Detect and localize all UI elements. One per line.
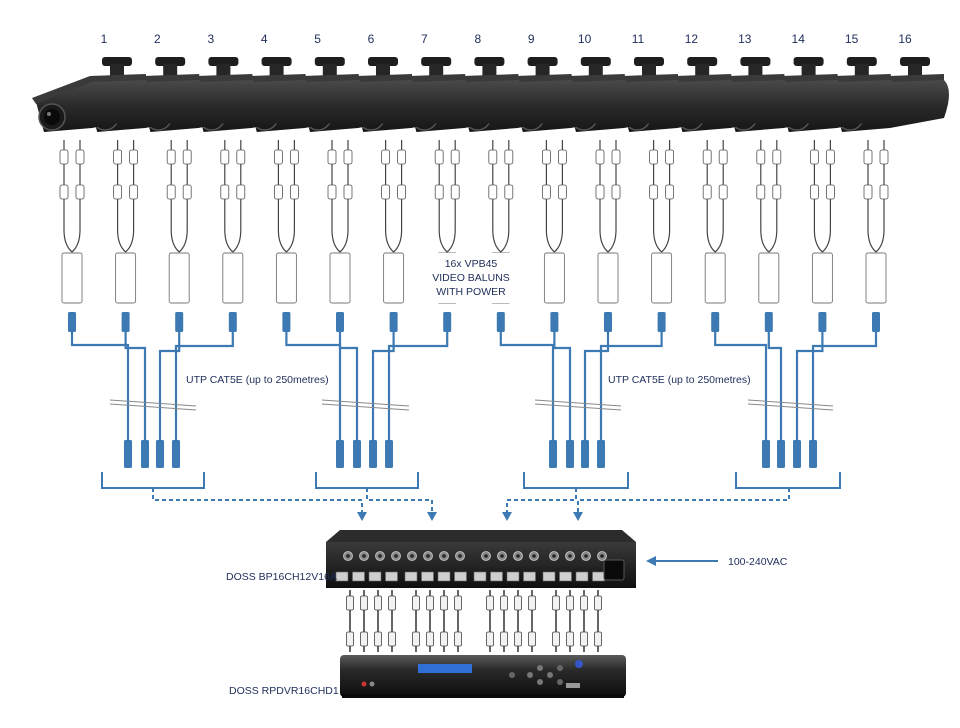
dvr — [340, 655, 626, 698]
video-balun — [434, 140, 460, 332]
power-arrow-icon — [646, 556, 656, 566]
camera-number: 4 — [261, 32, 268, 46]
connection-path — [366, 488, 433, 512]
dvr-power-button-icon — [575, 660, 583, 668]
bnc-jumper — [528, 590, 536, 652]
bnc-jumper — [454, 590, 462, 652]
video-balun — [649, 140, 674, 332]
bnc-jumper — [594, 590, 602, 652]
cable-group — [285, 332, 449, 489]
video-balun — [273, 140, 299, 332]
video-balun — [488, 140, 514, 332]
power-input-label: 100-240VAC — [728, 556, 788, 568]
camera-number: 1 — [101, 32, 108, 46]
balun-label-line2: VIDEO BALUNS — [432, 272, 510, 284]
video-balun — [702, 140, 728, 332]
camera-number: 5 — [314, 32, 321, 46]
bnc-jumper — [486, 590, 494, 652]
balun-label-line3: WITH POWER — [436, 286, 506, 298]
dvr-display-icon — [418, 664, 472, 673]
cable-label-left: UTP CAT5E (up to 250metres) — [186, 374, 329, 386]
camera-number: 3 — [207, 32, 214, 46]
dvr-button-cluster-icon — [509, 665, 563, 685]
bnc-jumper — [388, 590, 396, 652]
bnc-jumper — [440, 590, 448, 652]
video-balun — [381, 140, 407, 332]
camera-number: 7 — [421, 32, 428, 46]
video-balun — [542, 140, 567, 332]
camera-number: 2 — [154, 32, 161, 46]
bnc-jumper — [426, 590, 434, 652]
dvr-usb-port-icon — [566, 683, 580, 688]
cat5e-cable-runs — [70, 332, 878, 521]
balun-row — [59, 140, 889, 332]
bnc-jumper — [500, 590, 508, 652]
cable-label-right: UTP CAT5E (up to 250metres) — [608, 374, 751, 386]
camera-icon — [32, 57, 151, 132]
bnc-jumper — [412, 590, 420, 652]
power-hub — [326, 530, 636, 588]
balun-label-line1: 16x VPB45 — [445, 258, 498, 270]
bnc-jumper — [346, 590, 354, 652]
video-balun — [756, 140, 782, 332]
arrow-down-icon — [573, 512, 583, 521]
power-hub-label: DOSS BP16CH12V16A — [226, 571, 337, 583]
bnc-jumper-cables — [346, 590, 602, 652]
camera-number: 12 — [685, 32, 699, 46]
arrow-down-icon — [502, 512, 512, 521]
dvr-body — [340, 655, 626, 697]
dvr-label: DOSS RPDVR16CHD1 — [229, 685, 339, 697]
bnc-jumper — [580, 590, 588, 652]
dvr-led-icon — [361, 681, 367, 687]
camera-number: 15 — [845, 32, 859, 46]
arrow-down-icon — [427, 512, 437, 521]
camera-number: 16 — [898, 32, 912, 46]
connection-path — [152, 488, 363, 512]
video-balun — [113, 140, 139, 332]
video-balun — [810, 140, 835, 332]
cable-group — [70, 332, 234, 489]
bnc-jumper — [374, 590, 382, 652]
camera-number: 9 — [528, 32, 535, 46]
camera-number: 11 — [632, 32, 645, 46]
video-balun — [863, 140, 889, 332]
bnc-jumper — [514, 590, 522, 652]
cable-group — [714, 332, 878, 489]
camera-number: 14 — [792, 32, 806, 46]
camera-number: 10 — [578, 32, 592, 46]
power-inlet-icon — [603, 559, 625, 581]
arrow-down-icon — [357, 512, 367, 521]
video-balun — [59, 140, 85, 332]
camera-number: 8 — [474, 32, 481, 46]
video-balun — [595, 140, 621, 332]
video-balun — [327, 140, 353, 332]
balun-label-background — [429, 253, 513, 303]
video-balun — [220, 140, 246, 332]
connection-path — [506, 488, 577, 512]
camera-number: 13 — [738, 32, 752, 46]
cable-group — [499, 332, 663, 489]
camera-row — [32, 57, 949, 132]
camera-number: 6 — [368, 32, 375, 46]
video-balun — [166, 140, 192, 332]
bnc-jumper — [566, 590, 574, 652]
power-hub-ports — [335, 551, 607, 582]
bnc-jumper — [360, 590, 368, 652]
connection-path — [577, 488, 790, 512]
bnc-jumper — [552, 590, 560, 652]
